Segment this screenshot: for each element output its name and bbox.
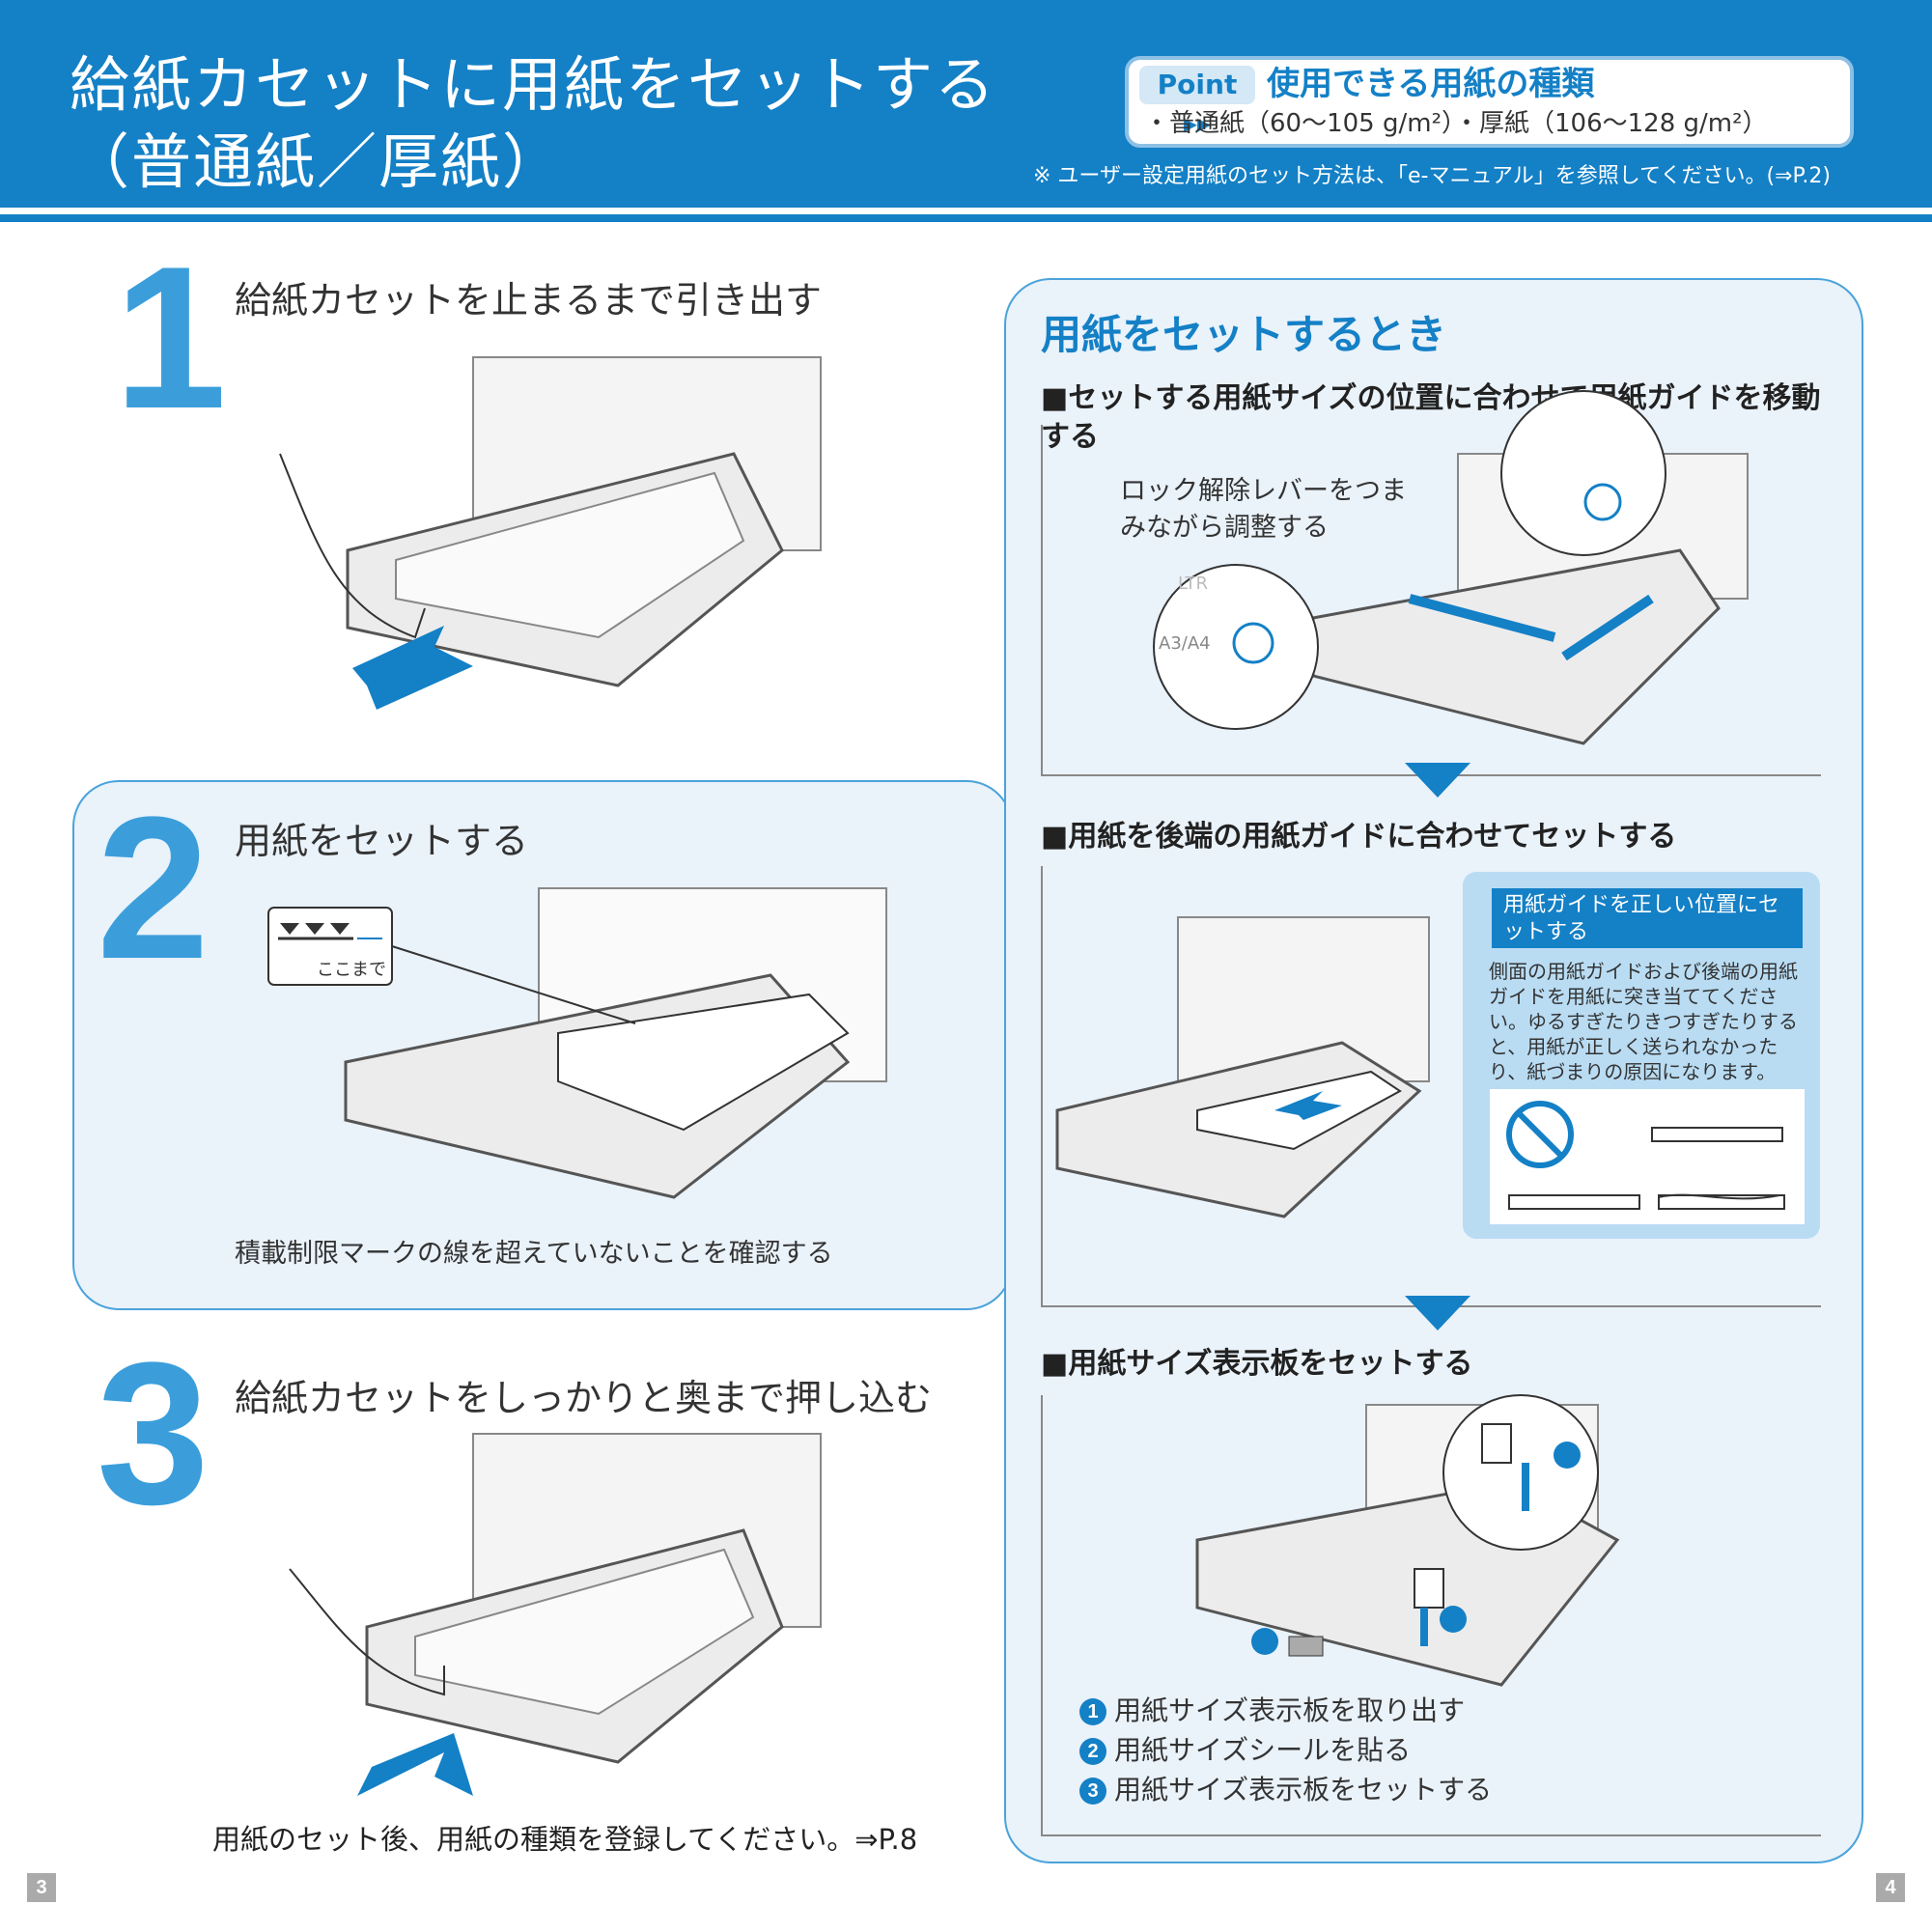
step-2-callout: ここまで (317, 960, 386, 980)
guide-callout-diagram (1490, 1089, 1805, 1224)
step-1-number: 1 (114, 224, 227, 451)
step-2-caption: 積載制限マークの線を超えていないことを確認する (235, 1239, 833, 1269)
section-1-label-a3a4: A3/A4 (1159, 633, 1211, 654)
step-3-caption: 用紙のセット後、用紙の種類を登録してください。⇒P.8 (212, 1823, 918, 1856)
section-3-illustration (1195, 1394, 1620, 1687)
step-1-illustration (279, 356, 822, 710)
section-3-item-2: 2 用紙サイズシールを貼る (1079, 1731, 1411, 1770)
section-1-note: ロック解除レバーをつまみながら調整する (1120, 476, 1407, 543)
step-2-title: 用紙をセットする (235, 820, 529, 862)
guide-callout-body: 側面の用紙ガイドおよび後端の用紙ガイドを用紙に突き当ててください。ゆるすぎたりき… (1489, 960, 1798, 1083)
page-title-line2: （普通紙／厚紙） (70, 126, 565, 197)
point-title: 使用できる用紙の種類 (1267, 65, 1595, 103)
section-3-item-1-text: 用紙サイズ表示板を取り出す (1114, 1694, 1466, 1726)
point-badge: Point ▸▸ (1139, 66, 1255, 139)
section-3-item-2-text: 用紙サイズシールを貼る (1114, 1734, 1412, 1766)
section-3-item-3: 3 用紙サイズ表示板をセットする (1079, 1771, 1492, 1809)
page-number-left: 3 (27, 1873, 56, 1902)
header-underline (0, 214, 1932, 222)
step-3-number: 3 (97, 1320, 210, 1547)
step-3-illustration (289, 1433, 822, 1796)
section-3-item-3-text: 用紙サイズ表示板をセットする (1114, 1774, 1493, 1806)
step-circle-1: 1 (1079, 1698, 1106, 1725)
guide-callout-title: 用紙ガイドを正しい位置にセットする (1492, 888, 1803, 948)
point-body: ・普通紙（60〜105 g/m²）・厚紙（106〜128 g/m²） (1144, 109, 1768, 138)
right-panel-title: 用紙をセットするとき (1041, 311, 1447, 358)
page-title-line1: 給紙カセットに用紙をセットする (70, 49, 997, 120)
section-1-arrow (1405, 763, 1470, 798)
page-title: 給紙カセットに用紙をセットする （普通紙／厚紙） (70, 46, 996, 201)
section-3-box (1041, 1395, 1821, 1836)
prohibit-icon (1506, 1101, 1574, 1168)
step-circle-2: 2 (1079, 1738, 1106, 1765)
section-2-arrow (1405, 1296, 1470, 1330)
section-1-illustration: LTR A3/A4 (1153, 390, 1749, 745)
step-circle-3: 3 (1079, 1778, 1106, 1805)
step-3-title: 給紙カセットをしっかりと奥まで押し込む (235, 1377, 933, 1419)
header-note: ※ ユーザー設定用紙のセット方法は、「e-マニュアル」を参照してください。(⇒P… (1033, 164, 1831, 188)
step-2-illustration: ここまで (267, 887, 887, 1199)
step-2-number: 2 (97, 774, 210, 1001)
section-1-label-ltr: LTR (1178, 574, 1208, 594)
section-1-heading: ■セットする用紙サイズの位置に合わせて用紙ガイドを移動する (1041, 381, 1821, 454)
page-number-right: 4 (1876, 1873, 1905, 1902)
step-1-title: 給紙カセットを止まるまで引き出す (235, 279, 823, 322)
section-2-heading: ■用紙を後端の用紙ガイドに合わせてセットする (1041, 820, 1677, 854)
section-2-illustration (1055, 916, 1430, 1218)
section-3-item-1: 1 用紙サイズ表示板を取り出す (1079, 1692, 1465, 1730)
section-3-heading: ■用紙サイズ表示板をセットする (1041, 1347, 1473, 1381)
